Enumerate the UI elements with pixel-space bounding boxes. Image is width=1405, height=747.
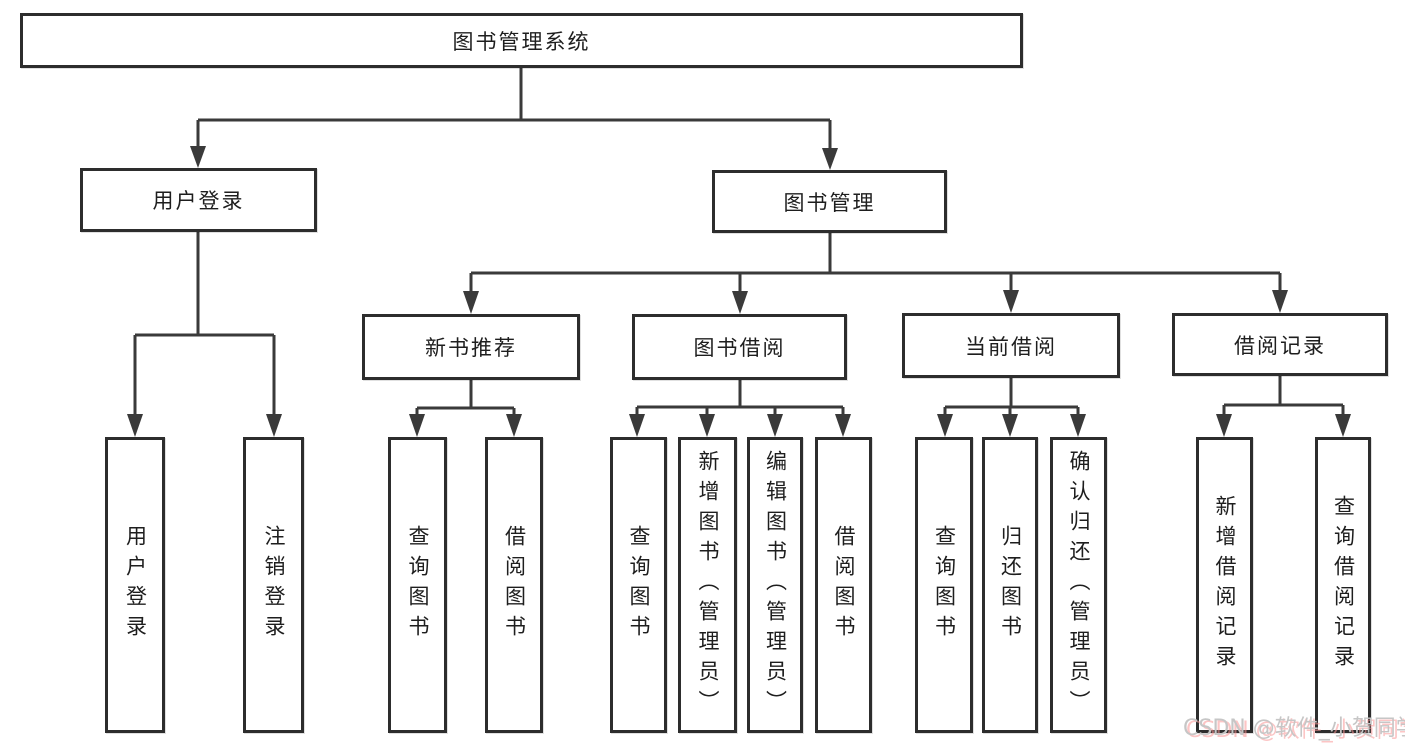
leaf-query-book-recommend: 查询图书 bbox=[388, 437, 447, 733]
leaf-borrow-book: 借阅图书 bbox=[815, 437, 872, 733]
leaf-query-book-current-label: 查询图书 bbox=[932, 525, 957, 645]
node-current-borrow: 当前借阅 bbox=[902, 313, 1120, 378]
leaf-add-book-admin-label: 新增图书（管理员） bbox=[696, 450, 720, 720]
node-current-borrow-label: 当前借阅 bbox=[965, 334, 1057, 359]
node-book-management-label: 图书管理 bbox=[783, 190, 876, 215]
leaf-borrow-book-recommend-label: 借阅图书 bbox=[502, 525, 527, 645]
leaf-query-book-borrow: 查询图书 bbox=[610, 437, 667, 733]
leaf-borrow-book-label: 借阅图书 bbox=[832, 525, 856, 645]
leaf-user-login: 用户登录 bbox=[105, 437, 165, 733]
leaf-logout-label: 注销登录 bbox=[262, 525, 286, 645]
leaf-edit-book-admin: 编辑图书（管理员） bbox=[747, 437, 803, 733]
leaf-return-book: 归还图书 bbox=[982, 437, 1038, 733]
leaf-query-book-recommend-label: 查询图书 bbox=[406, 525, 430, 645]
leaf-confirm-return-admin-label: 确认归还（管理员） bbox=[1067, 450, 1091, 720]
leaf-add-borrow-record-label: 新增借阅记录 bbox=[1213, 495, 1237, 675]
leaf-query-book-borrow-label: 查询图书 bbox=[627, 525, 651, 645]
node-borrow-record: 借阅记录 bbox=[1172, 313, 1388, 376]
leaf-return-book-label: 归还图书 bbox=[998, 525, 1023, 645]
node-root-system: 图书管理系统 bbox=[20, 13, 1023, 68]
leaf-borrow-book-recommend: 借阅图书 bbox=[485, 437, 543, 733]
leaf-query-borrow-record: 查询借阅记录 bbox=[1315, 437, 1371, 733]
leaf-user-login-label: 用户登录 bbox=[123, 525, 148, 645]
node-borrow-record-label: 借阅记录 bbox=[1234, 333, 1326, 358]
leaf-confirm-return-admin: 确认归还（管理员） bbox=[1050, 437, 1107, 733]
node-book-borrow: 图书借阅 bbox=[632, 314, 847, 380]
leaf-add-borrow-record: 新增借阅记录 bbox=[1196, 437, 1253, 733]
leaf-logout: 注销登录 bbox=[243, 437, 304, 733]
node-book-management: 图书管理 bbox=[712, 170, 947, 233]
node-new-book-recommend: 新书推荐 bbox=[362, 314, 580, 380]
leaf-query-book-current: 查询图书 bbox=[915, 437, 973, 733]
node-book-borrow-label: 图书借阅 bbox=[693, 336, 786, 360]
node-user-login-label: 用户登录 bbox=[152, 189, 245, 213]
node-root-label: 图书管理系统 bbox=[452, 29, 591, 54]
leaf-query-borrow-record-label: 查询借阅记录 bbox=[1331, 495, 1356, 675]
node-user-login: 用户登录 bbox=[80, 168, 317, 232]
csdn-watermark: CSDN @软件_小贺同学 bbox=[1183, 716, 1405, 741]
leaf-edit-book-admin-label: 编辑图书（管理员） bbox=[763, 450, 788, 720]
node-new-book-recommend-label: 新书推荐 bbox=[425, 336, 517, 360]
leaf-add-book-admin: 新增图书（管理员） bbox=[678, 437, 737, 733]
